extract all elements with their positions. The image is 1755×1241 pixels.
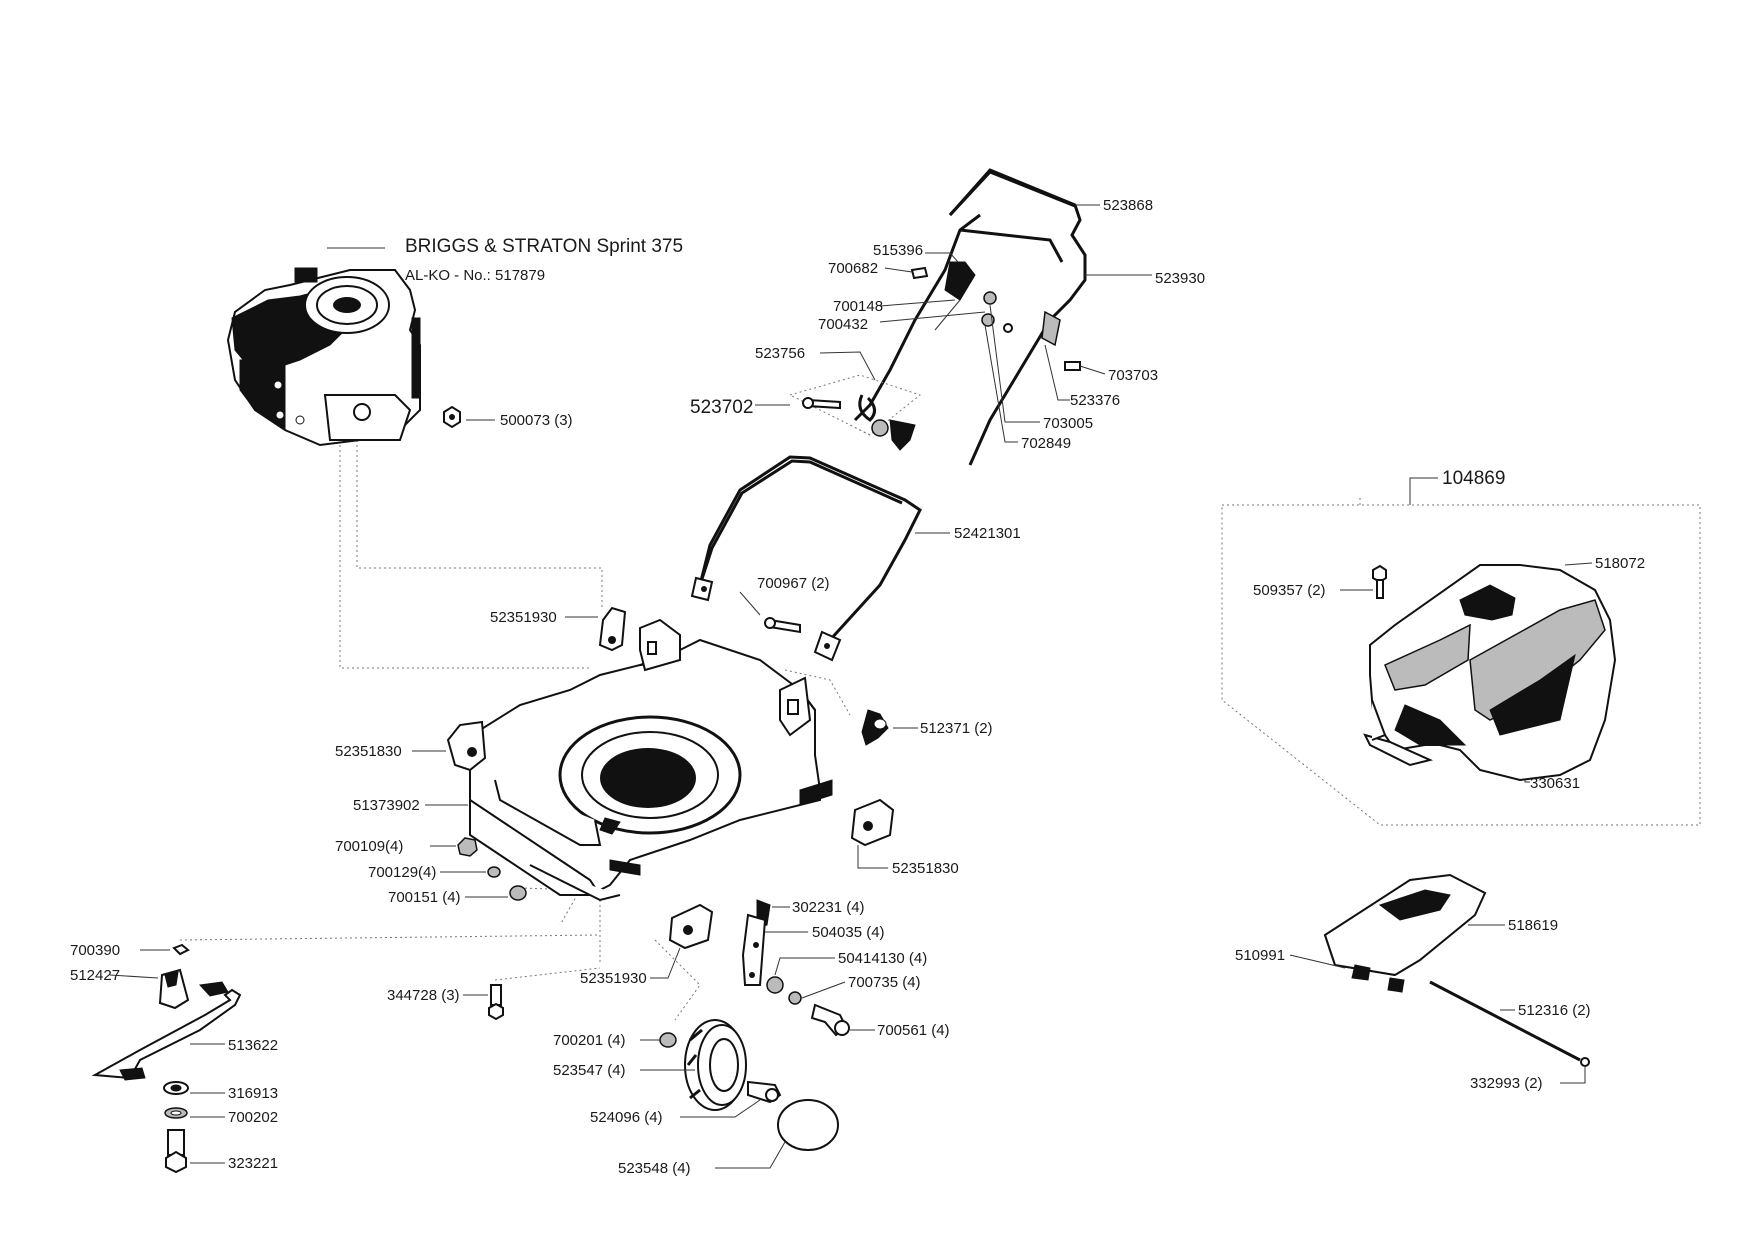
label-500073: 500073 (3) [500,412,573,429]
height-adjuster [741,899,808,986]
label-513622: 513622 [228,1037,278,1054]
label-700967: 700967 (2) [757,575,830,592]
label-52351830-left: 52351830 [335,743,402,760]
wheel-assembly [640,1019,839,1169]
label-509357: 509357 (2) [1253,582,1326,599]
label-515396: 515396 [873,242,923,259]
label-51373902: 51373902 [353,797,420,814]
lower-handle [690,455,950,662]
label-518619: 518619 [1508,917,1558,934]
upper-handle-leaders [755,204,1152,443]
label-700682: 700682 [828,260,878,277]
label-523756: 523756 [755,345,805,362]
rear-flap [1289,873,1590,1084]
upper-handle [853,168,1087,466]
label-52351830-right: 52351830 [892,860,959,877]
label-523930: 523930 [1155,270,1205,287]
label-700390: 700390 [70,942,120,959]
engine-title: BRIGGS & STRATON Sprint 375 [405,236,683,257]
label-700109: 700109(4) [335,838,403,855]
engine-subtitle: AL-KO - No.: 517879 [405,267,545,284]
label-702849: 702849 [1021,435,1071,452]
mower-deck [469,638,833,902]
label-700201: 700201 (4) [553,1032,626,1049]
handle-clamp-kit [788,374,922,451]
label-523548: 523548 (4) [618,1160,691,1177]
bracket-52351830-left [412,720,487,772]
label-523547: 523547 (4) [553,1062,626,1079]
fasteners-700109-700129-700151 [430,837,527,901]
label-700148: 700148 [833,298,883,315]
blade-assembly [91,943,242,1174]
label-523868: 523868 [1103,197,1153,214]
label-703703: 703703 [1108,367,1158,384]
label-700561: 700561 (4) [877,1022,950,1039]
screw-344728 [463,984,504,1021]
bracket-52351930-bottom [650,903,714,979]
label-524096: 524096 (4) [590,1109,663,1126]
label-523702: 523702 [690,397,753,418]
label-510991: 510991 [1235,947,1285,964]
label-52351930-bottom: 52351930 [580,970,647,987]
label-323221: 323221 [228,1155,278,1172]
bracket-52351830-right [850,798,895,869]
label-523376: 523376 [1070,392,1120,409]
label-700202: 700202 [228,1109,278,1126]
label-332993: 332993 (2) [1470,1075,1543,1092]
label-104869: 104869 [1442,468,1505,489]
label-52421301: 52421301 [954,525,1021,542]
label-302231: 302231 (4) [792,899,865,916]
label-50414130: 50414130 (4) [838,950,927,967]
label-512427: 512427 [70,967,120,984]
nut-500073 [443,405,495,429]
label-52351930-top: 52351930 [490,609,557,626]
grass-bag [1340,562,1617,783]
label-344728: 344728 (3) [387,987,460,1004]
engine-illustration [226,247,421,447]
label-700735: 700735 (4) [848,974,921,991]
label-512371: 512371 (2) [920,720,993,737]
wheel-axle-fasteners [766,957,875,1037]
knob-512371 [861,709,918,746]
bracket-52351930-top [565,606,812,737]
kit-104869-frame [1221,477,1701,826]
label-518072: 518072 [1595,555,1645,572]
label-700432: 700432 [818,316,868,333]
label-700151: 700151 (4) [388,889,461,906]
label-504035: 504035 (4) [812,924,885,941]
label-316913: 316913 [228,1085,278,1102]
label-700129: 700129(4) [368,864,436,881]
label-330631: 330631 [1530,775,1580,792]
bolt-700967 [739,591,801,634]
label-703005: 703005 [1043,415,1093,432]
label-512316: 512316 (2) [1518,1002,1591,1019]
